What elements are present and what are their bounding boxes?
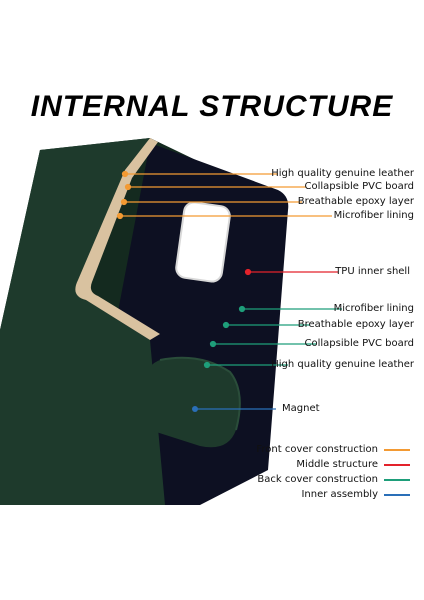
label-magnet: Magnet	[282, 403, 320, 414]
legend-middle: Middle structure	[296, 459, 410, 470]
back-cover-callouts	[203, 305, 342, 369]
magnetic-strap	[139, 357, 240, 448]
legend-front-cover: Front cover construction	[256, 444, 410, 455]
camera-window-icon	[175, 201, 231, 283]
label-front-genuine-leather: High quality genuine leather	[271, 168, 414, 179]
legend-swatch-inner	[384, 493, 410, 496]
label-back-microfiber-lining: Microfiber lining	[333, 303, 414, 314]
front-cover-callouts	[116, 170, 332, 220]
label-back-epoxy-layer: Breathable epoxy layer	[297, 319, 414, 330]
front-cover	[0, 138, 165, 505]
legend-inner: Inner assembly	[301, 489, 410, 500]
label-front-pvc-board: Collapsible PVC board	[304, 181, 415, 192]
legend-back-cover: Back cover construction	[257, 474, 410, 485]
legend-swatch-front	[384, 448, 410, 451]
label-front-microfiber-lining: Microfiber lining	[333, 210, 414, 221]
label-front-epoxy-layer: Breathable epoxy layer	[297, 196, 414, 207]
label-back-genuine-leather: High quality genuine leather	[271, 359, 414, 370]
label-tpu-inner-shell: TPU inner shell	[335, 266, 410, 277]
legend-swatch-middle	[384, 463, 410, 466]
page-title: INTERNAL STRUCTURE	[30, 90, 394, 123]
legend-swatch-back	[384, 478, 410, 481]
middle-callouts	[244, 268, 338, 276]
label-back-pvc-board: Collapsible PVC board	[304, 338, 415, 349]
